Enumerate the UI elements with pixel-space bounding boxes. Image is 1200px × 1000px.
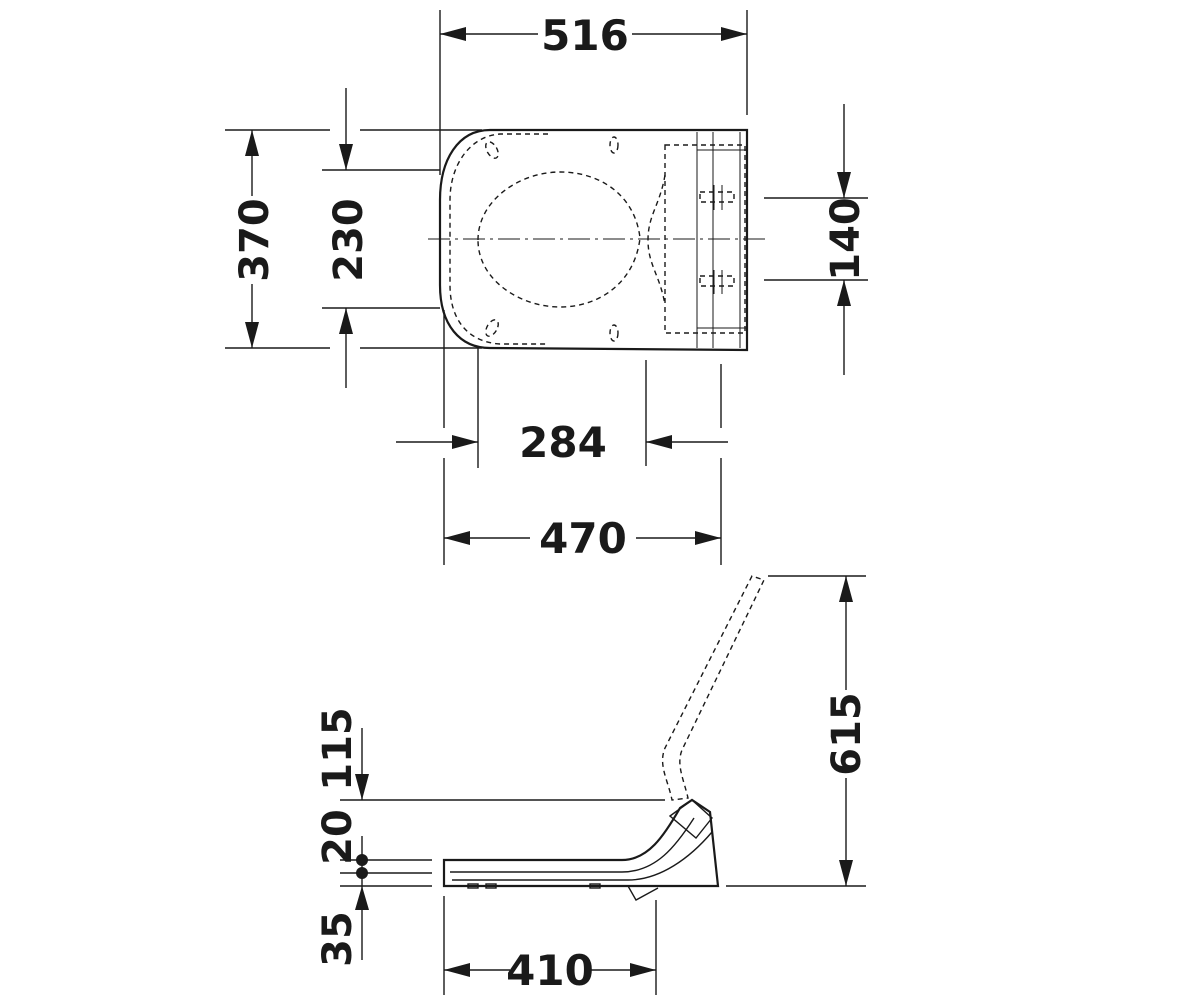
mounting-bolt-upper: [699, 185, 735, 210]
buffer-icon: [485, 141, 499, 159]
dim-lid-open-height: 615: [726, 575, 870, 887]
buffer-icon: [609, 136, 619, 154]
open-lid: [661, 575, 765, 801]
seat-body: [442, 798, 720, 888]
dim-label: 35: [315, 911, 361, 967]
seat-outline: [438, 128, 749, 352]
seat-inner-outline: [449, 133, 548, 345]
side-view: [442, 575, 765, 901]
lid-contour: [647, 174, 666, 306]
dim-top-width: 516: [439, 10, 748, 175]
buffer-icon: [609, 324, 619, 342]
lower-bracket: [627, 885, 659, 901]
mounting-bolt-lower: [699, 270, 735, 294]
hinge-wedge: [668, 799, 713, 839]
top-view: [428, 128, 765, 352]
buffer-icon: [485, 319, 499, 337]
dim-overall-depth: 370: [225, 129, 482, 349]
dim-label: 410: [506, 946, 594, 995]
dim-label: 140: [823, 197, 869, 281]
dim-seat-height: 115: [315, 707, 665, 801]
dim-thickness: 20 35: [315, 809, 432, 967]
dim-inner-length: 284: [396, 348, 728, 468]
dim-label: 115: [315, 707, 361, 791]
dim-side-length: 410: [443, 896, 657, 995]
dim-inner-depth: 230: [322, 88, 440, 388]
dim-label: 470: [539, 514, 627, 563]
dim-label: 615: [824, 692, 870, 776]
dim-label: 20: [315, 809, 361, 865]
dim-label: 230: [326, 198, 372, 282]
dim-label: 284: [519, 418, 607, 467]
dim-mount-spacing: 140: [764, 104, 869, 375]
dim-label: 516: [541, 11, 629, 60]
dim-overall-length: 470: [443, 310, 722, 565]
dim-label: 370: [232, 198, 278, 282]
